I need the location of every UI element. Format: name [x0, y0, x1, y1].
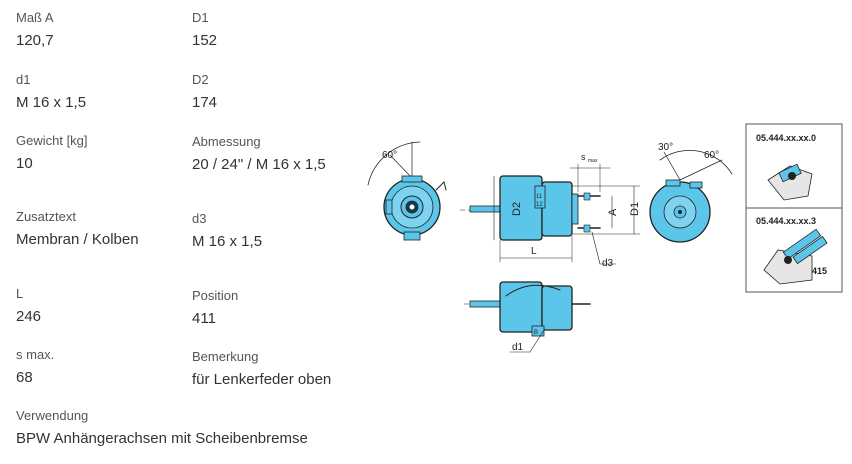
- spec-verwendung: Verwendung BPW Anhängerachsen mit Scheib…: [16, 408, 308, 448]
- spec-value: 10: [16, 155, 33, 172]
- spec-position: Position 411: [192, 288, 238, 328]
- spec-value: 174: [192, 94, 218, 111]
- brake-cylinder-drawing: 60° 11 12 s max D2 A: [367, 123, 843, 353]
- d1-thread-label: d1: [512, 342, 524, 353]
- spec-value: 246: [16, 308, 42, 325]
- spec-label: Abmessung: [192, 134, 261, 149]
- spec-s-max: s max. 68: [16, 347, 54, 387]
- spec-d2: D2 174: [192, 72, 217, 112]
- spec-bemerkung: Bemerkung für Lenkerfeder oben: [192, 349, 331, 389]
- spec-abmessung: Abmessung 20 / 24" / M 16 x 1,5: [192, 134, 326, 174]
- end-view-right: 30° 60°: [649, 142, 733, 243]
- spec-label: Position: [192, 288, 239, 303]
- spec-label: Verwendung: [16, 408, 89, 423]
- spec-value: M 16 x 1,5: [16, 94, 87, 111]
- variant-inset: 05.444.xx.xx.0 05.444.xx.xx.3 415: [745, 123, 843, 293]
- spec-label: d3: [192, 211, 207, 226]
- spec-l: L 246: [16, 286, 41, 326]
- port-11-label: 11: [536, 194, 543, 200]
- spec-value: 20 / 24" / M 16 x 1,5: [192, 156, 326, 173]
- spec-value: Membran / Kolben: [16, 231, 139, 248]
- spec-mass-a: Maß A 120,7: [16, 10, 54, 50]
- s-max-sub-label: max: [588, 158, 598, 164]
- spec-label: L: [16, 286, 24, 301]
- spec-gewicht: Gewicht [kg] 10: [16, 133, 88, 173]
- spec-value: 152: [192, 32, 218, 49]
- spec-value: für Lenkerfeder oben: [192, 371, 332, 388]
- spec-label: D2: [192, 72, 209, 87]
- spec-d3: d3 M 16 x 1,5: [192, 211, 262, 251]
- d3-dim-label: d3: [602, 258, 614, 269]
- spec-value: 411: [192, 310, 216, 327]
- d1-dim-label: D1: [629, 202, 641, 216]
- s-max-dim-label: s: [581, 152, 586, 162]
- angle-60-label: 60°: [382, 150, 397, 161]
- spec-zusatztext: Zusatztext Membran / Kolben: [16, 209, 139, 249]
- inset-part-no: 415: [812, 266, 827, 276]
- port-b-label: B: [534, 330, 538, 336]
- angle-60-right-label: 60°: [704, 150, 719, 161]
- end-view-left: 60°: [367, 141, 447, 241]
- a-dim-label: A: [607, 208, 619, 216]
- side-view-bottom: B d1: [463, 281, 591, 353]
- spec-label: Zusatztext: [16, 209, 76, 224]
- spec-value: 68: [16, 369, 33, 386]
- side-view: 11 12 s max D2 A D1 L d3: [459, 152, 641, 269]
- inset-top-code: 05.444.xx.xx.0: [756, 133, 816, 143]
- inset-bottom-code: 05.444.xx.xx.3: [756, 216, 816, 226]
- spec-label: Gewicht [kg]: [16, 133, 88, 148]
- angle-30-label: 30°: [658, 142, 673, 153]
- spec-value: M 16 x 1,5: [192, 233, 263, 250]
- spec-label: d1: [16, 72, 31, 87]
- spec-value: 120,7: [16, 32, 54, 49]
- l-dim-label: L: [531, 246, 537, 257]
- spec-label: Bemerkung: [192, 349, 259, 364]
- d2-dim-label: D2: [511, 202, 523, 216]
- spec-d1: D1 152: [192, 10, 217, 50]
- spec-d1-thread: d1 M 16 x 1,5: [16, 72, 86, 112]
- spec-label: D1: [192, 10, 209, 25]
- port-12-label: 12: [536, 202, 543, 208]
- spec-value: BPW Anhängerachsen mit Scheibenbremse: [16, 430, 308, 447]
- spec-label: Maß A: [16, 10, 54, 25]
- spec-label: s max.: [16, 347, 55, 362]
